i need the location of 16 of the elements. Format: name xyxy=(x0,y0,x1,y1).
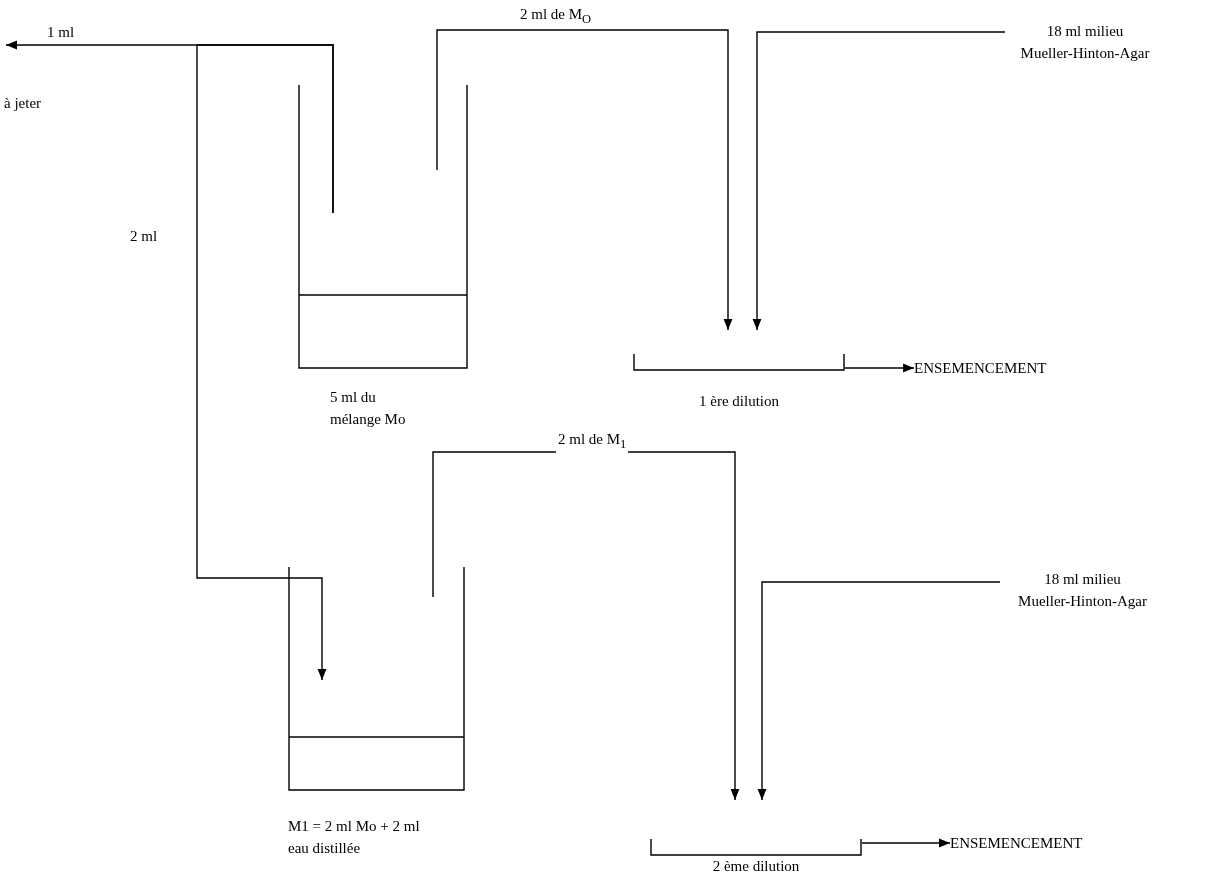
caption-text: M1 = 2 ml Mo + 2 ml eau distillée xyxy=(288,817,421,858)
arrow xyxy=(844,363,915,373)
arrow xyxy=(436,29,733,331)
arrow xyxy=(196,44,334,681)
arrow xyxy=(757,581,1001,801)
step-text: ENSEMENCEMENT xyxy=(914,357,1114,379)
caption-text: 5 ml du mélange Mo xyxy=(330,388,407,429)
step-text: ENSEMENCEMENT xyxy=(950,832,1150,854)
arrow xyxy=(752,31,1006,331)
step-text: à jeter xyxy=(4,44,74,114)
arrow xyxy=(861,838,951,848)
caption-text: 1 ère dilution xyxy=(698,392,780,411)
step-text: 18 ml milieu Mueller-Hinton-Agar xyxy=(1000,568,1165,612)
step-text: 18 ml milieu Mueller-Hinton-Agar xyxy=(1005,20,1165,64)
arrow xyxy=(432,451,740,801)
caption-text: 2 ème dilution xyxy=(711,857,801,876)
